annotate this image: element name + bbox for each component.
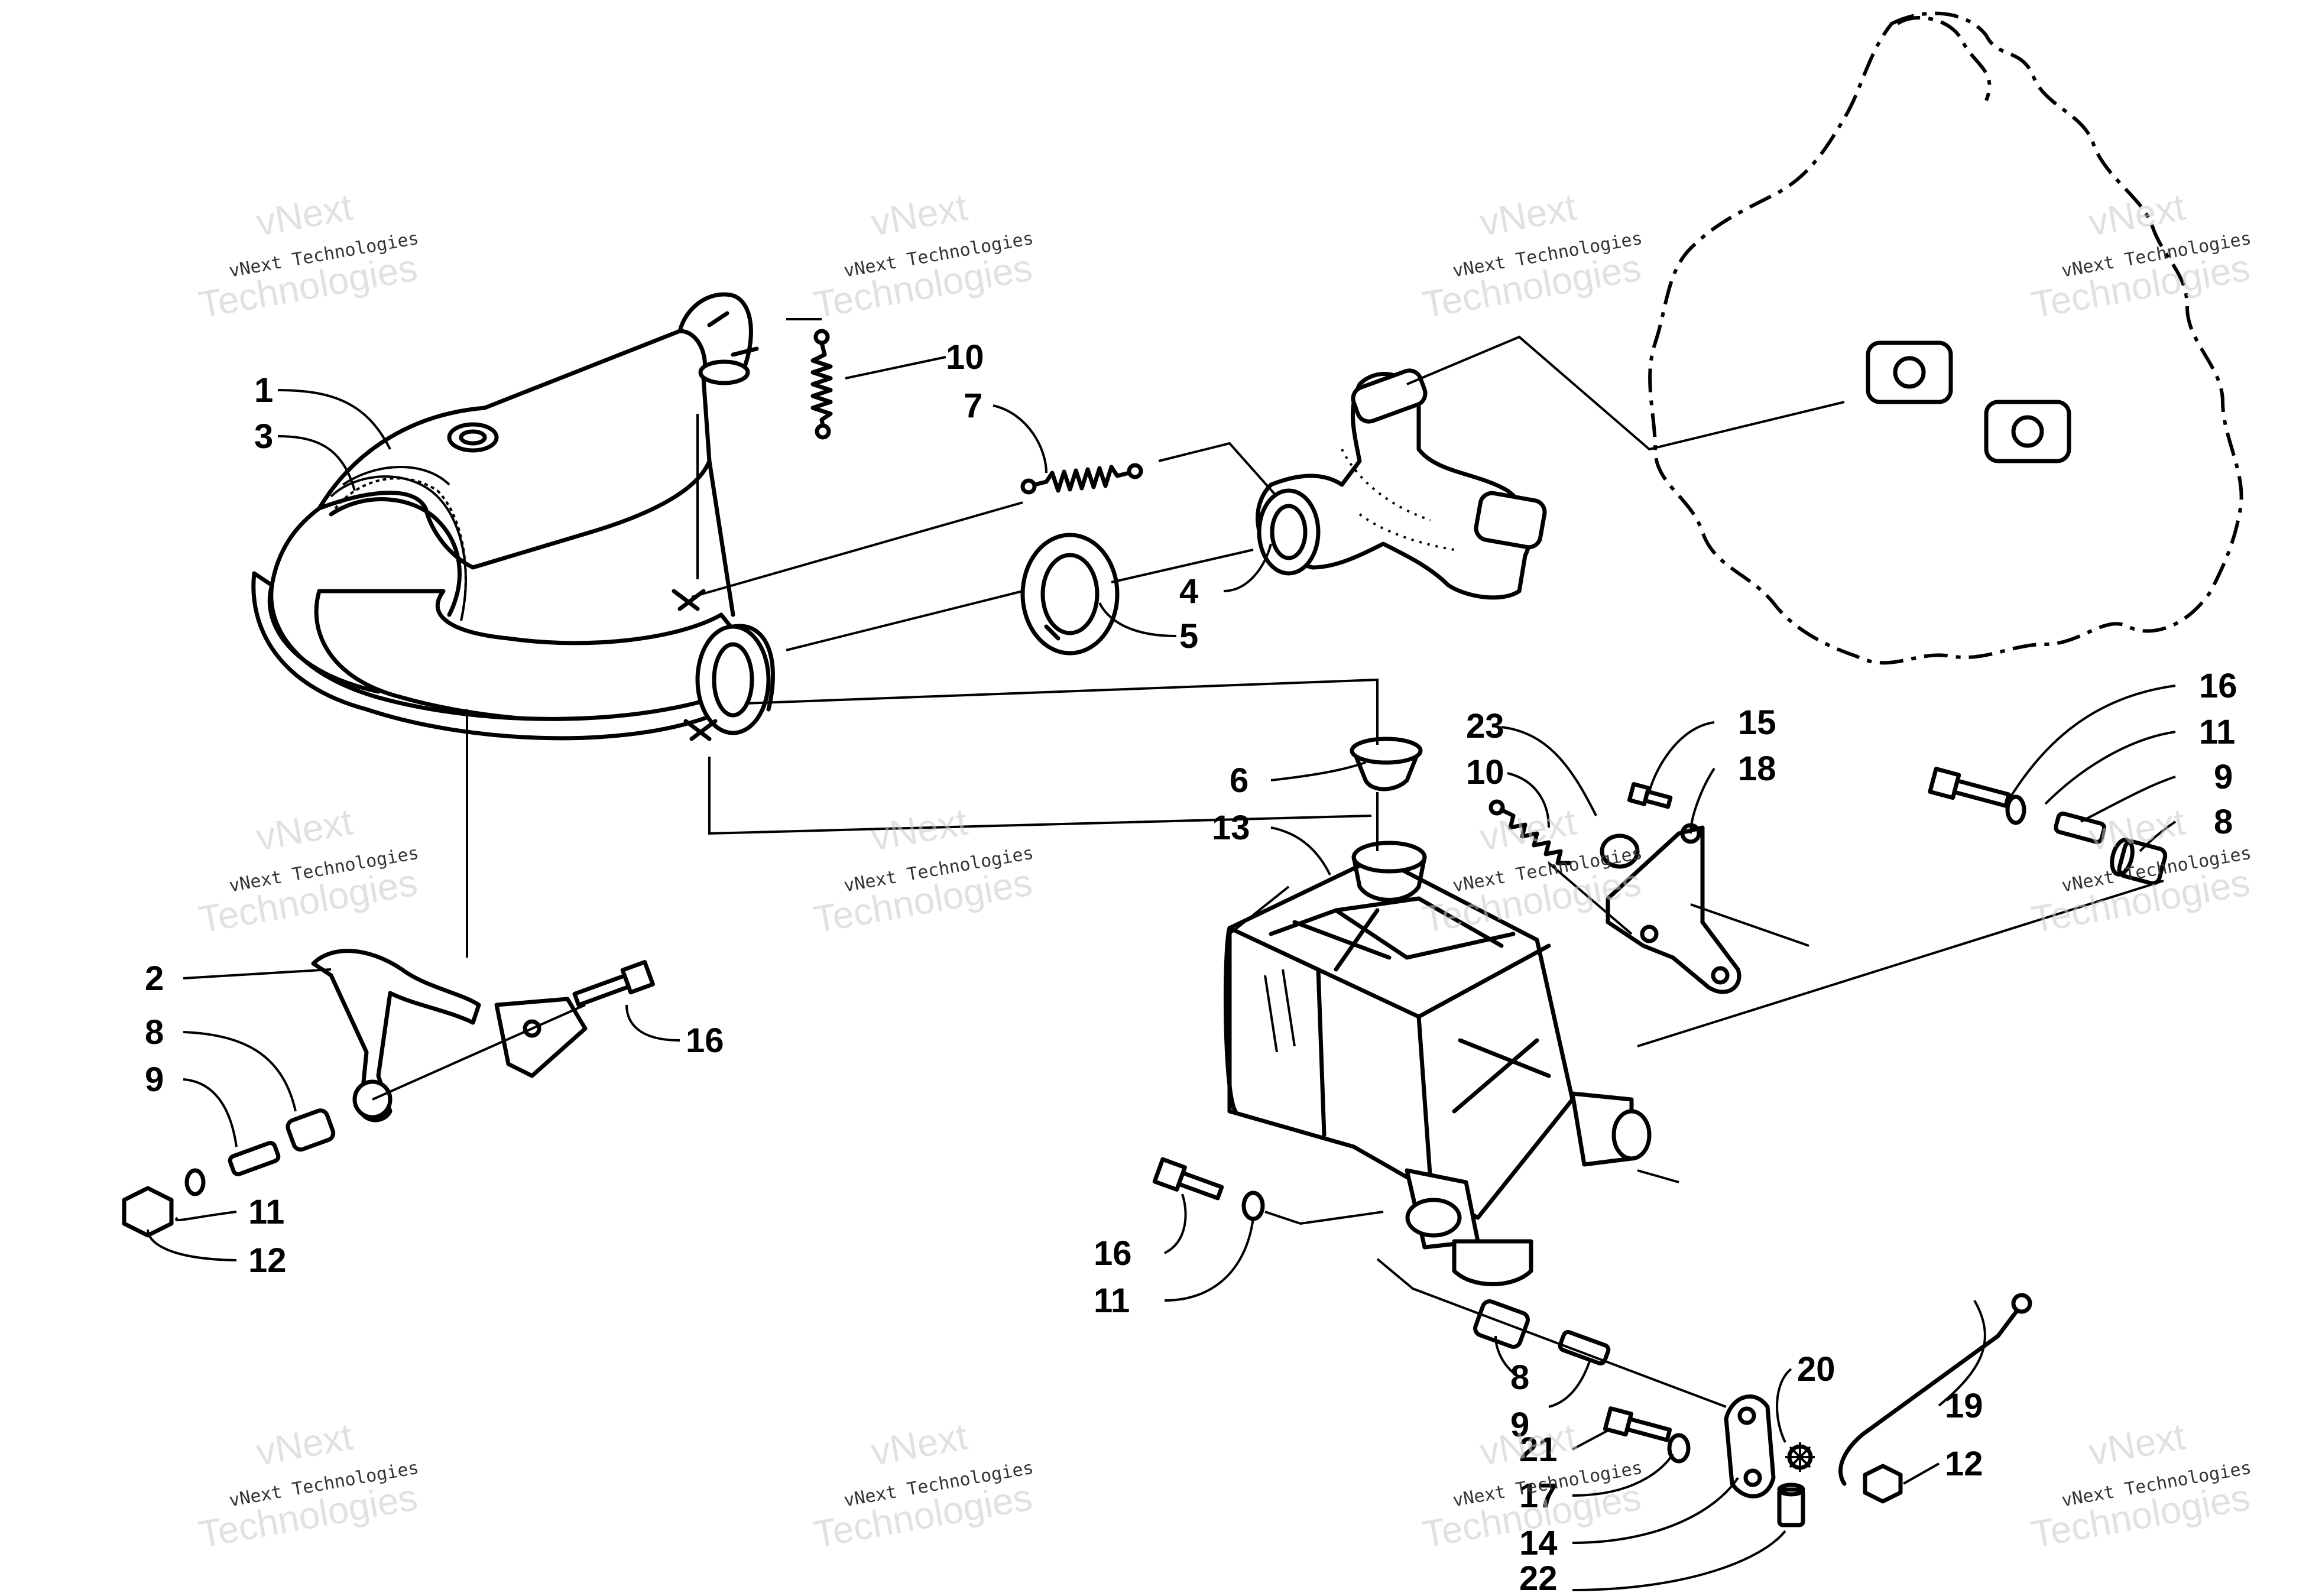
callout-19: 19 (1945, 1387, 1983, 1425)
svg-text:vNext: vNext (253, 1415, 356, 1474)
watermark-r2c1: vNext vNext Technologies Technologies (196, 800, 420, 941)
callout-16-left: 16 (686, 1021, 724, 1060)
watermark-r2c2: vNext vNext Technologies Technologies (810, 800, 1035, 941)
spring-7 (1020, 463, 1143, 495)
watermark-r3c4: vNext vNext Technologies Technologies (2028, 1415, 2253, 1556)
callout-16-right: 16 (2199, 667, 2237, 705)
callout-20: 20 (1797, 1350, 1835, 1389)
watermark-r3c1: vNext vNext Technologies Technologies (196, 1415, 420, 1556)
callout-10-top: 10 (946, 338, 984, 377)
watermark-r1c2: vNext vNext Technologies Technologies (810, 186, 1035, 326)
svg-text:vNext: vNext (1477, 186, 1580, 244)
expansion-chamber (251, 292, 775, 741)
callout-9-right: 9 (2214, 758, 2233, 796)
exhaust-manifold (1256, 368, 1547, 600)
callout-13: 13 (1212, 809, 1250, 847)
callout-11-lower: 11 (1094, 1282, 1130, 1320)
watermark-r3c2: vNext vNext Technologies Technologies (810, 1415, 1035, 1556)
svg-text:vNext: vNext (2086, 186, 2188, 244)
watermark-r1c4: vNext vNext Technologies Technologies (2028, 186, 2253, 326)
svg-text:vNext: vNext (868, 800, 971, 859)
muffler (1223, 841, 1652, 1286)
heat-shield-wrap (330, 477, 467, 621)
callout-9-left: 9 (145, 1060, 164, 1099)
callout-8-right: 8 (2214, 803, 2233, 841)
callout-8-lower: 8 (1510, 1358, 1529, 1397)
callout-17: 17 (1519, 1477, 1558, 1515)
svg-text:vNext: vNext (253, 800, 356, 859)
callout-10-lower: 10 (1466, 753, 1504, 791)
callout-11-left: 11 (248, 1193, 284, 1231)
watermark-r1c3: vNext vNext Technologies Technologies (1419, 186, 1644, 326)
engine-outline (1648, 11, 2243, 665)
muffler-bracket (1606, 823, 1742, 994)
callout-labels: 1 3 10 7 4 5 6 13 2 8 9 11 12 16 23 10 1… (145, 338, 2237, 1596)
callout-8-left: 8 (145, 1013, 164, 1052)
connection-lines (372, 318, 2164, 1408)
callout-4: 4 (1179, 572, 1198, 611)
callout-16-lower: 16 (1094, 1234, 1132, 1273)
callout-3: 3 (254, 417, 273, 456)
callout-14: 14 (1519, 1524, 1558, 1562)
callout-1: 1 (254, 371, 273, 410)
spring-10-lower (1488, 799, 1572, 865)
callout-5: 5 (1179, 617, 1198, 656)
callout-leaders (147, 356, 2177, 1591)
svg-text:vNext: vNext (253, 186, 356, 244)
callout-6: 6 (1230, 761, 1248, 800)
callout-7: 7 (964, 387, 982, 425)
callout-2: 2 (145, 959, 164, 998)
spring-10-top (810, 329, 833, 440)
callout-12-left: 12 (248, 1241, 287, 1280)
svg-text:vNext: vNext (868, 186, 971, 244)
hardware (122, 767, 2168, 1527)
callout-18: 18 (1738, 750, 1776, 788)
callout-15: 15 (1738, 703, 1776, 742)
exhaust-seal-ring (1020, 533, 1120, 656)
callout-11-right: 11 (2199, 713, 2235, 751)
callout-22: 22 (1519, 1559, 1558, 1596)
callout-9-lower: 9 (1510, 1406, 1529, 1444)
grommet-6 (1350, 737, 1423, 791)
svg-text:vNext: vNext (2086, 1415, 2188, 1474)
svg-text:vNext: vNext (2086, 800, 2188, 859)
callout-21: 21 (1519, 1430, 1558, 1469)
callout-12-lower: 12 (1945, 1445, 1983, 1483)
svg-text:vNext: vNext (868, 1415, 971, 1474)
watermark-r1c1: vNext vNext Technologies Technologies (196, 186, 420, 326)
svg-text:vNext: vNext (1477, 1415, 1580, 1474)
callout-23: 23 (1466, 707, 1504, 745)
